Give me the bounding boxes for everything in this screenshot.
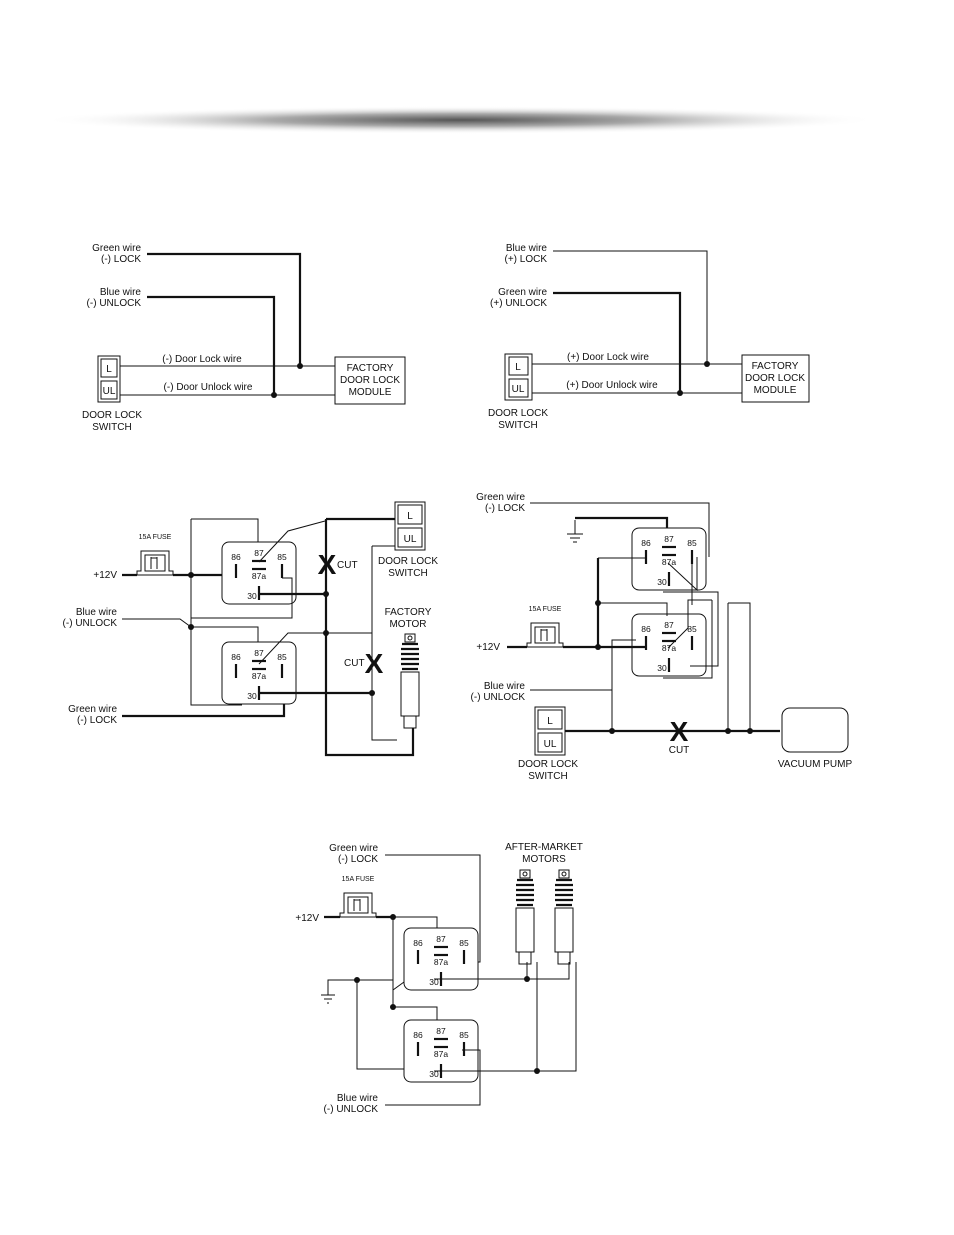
green-wire xyxy=(553,291,682,393)
relay-lower xyxy=(402,1018,480,1084)
module-label-3: MODULE xyxy=(349,387,392,398)
cut-label-1: CUT xyxy=(337,560,358,571)
power-label: +12V xyxy=(93,570,117,581)
blue-wire-function: (-) UNLOCK xyxy=(87,298,142,309)
aftermarket-motor-2-icon xyxy=(553,868,575,966)
diagram-vacuum-pump: Green wire (-) LOCK 15A FUSE +12V Blue w… xyxy=(471,492,853,782)
cut-mark-2: X xyxy=(365,648,384,679)
module-label-3: MODULE xyxy=(754,385,797,396)
relay-lower xyxy=(220,640,298,706)
motors-label-1: AFTER-MARKET xyxy=(505,842,583,853)
factory-motor-icon xyxy=(399,632,421,730)
fuse-label: 15A FUSE xyxy=(139,534,172,541)
module-label-2: DOOR LOCK xyxy=(745,373,805,384)
blue-wire xyxy=(147,295,276,395)
green-wire-function: (-) LOCK xyxy=(338,854,378,865)
relay-lower xyxy=(630,612,708,678)
switch-label-2: SWITCH xyxy=(92,422,131,433)
green-wire-function: (+) UNLOCK xyxy=(490,298,547,309)
switch-label: DOOR LOCK xyxy=(518,759,578,770)
door-unlock-wire-label: (-) Door Unlock wire xyxy=(164,382,253,393)
relay-upper xyxy=(402,926,480,992)
green-wire xyxy=(147,252,302,366)
switch-label: DOOR LOCK xyxy=(378,556,438,567)
blue-wire-function: (-) UNLOCK xyxy=(471,692,526,703)
blue-wire-function: (+) LOCK xyxy=(504,254,547,265)
green-wire-function: (-) LOCK xyxy=(485,503,525,514)
green-wire-label: Green wire xyxy=(476,492,525,503)
diagram-aftermarket-motors: Green wire (-) LOCK AFTER-MARKET MOTORS … xyxy=(295,842,583,1115)
blue-wire-function: (-) UNLOCK xyxy=(63,618,118,629)
header-bar xyxy=(40,106,880,134)
motors-label-2: MOTORS xyxy=(522,854,566,865)
green-wire-label: Green wire xyxy=(329,843,378,854)
relay-upper xyxy=(630,526,708,592)
cut-label-2: CUT xyxy=(344,658,365,669)
blue-wire-label: Blue wire xyxy=(100,287,142,298)
vacuum-pump-label: VACUUM PUMP xyxy=(778,759,853,770)
switch-l: L xyxy=(515,362,521,373)
switch-label: DOOR LOCK xyxy=(488,408,548,419)
vacuum-pump xyxy=(781,707,849,753)
door-lock-wire-label: (+) Door Lock wire xyxy=(567,352,649,363)
motor-label-1: FACTORY xyxy=(385,607,432,618)
module-label-2: DOOR LOCK xyxy=(340,375,400,386)
switch-label-2: SWITCH xyxy=(528,771,567,782)
door-unlock-wire-label: (+) Door Unlock wire xyxy=(566,380,658,391)
switch-ul: UL xyxy=(512,384,525,395)
green-wire-label: Green wire xyxy=(68,704,117,715)
switch-label: DOOR LOCK xyxy=(82,410,142,421)
factory-door-lock-module xyxy=(334,356,406,405)
power-label: +12V xyxy=(295,913,319,924)
module-label-1: FACTORY xyxy=(347,363,394,374)
switch-l: L xyxy=(407,511,413,522)
diagram-reversal-relay: 15A FUSE +12V Blue wire (-) UNLOCK Green… xyxy=(63,501,438,757)
blue-wire-label: Blue wire xyxy=(484,681,526,692)
fuse-label: 15A FUSE xyxy=(529,606,562,613)
switch-label-2: SWITCH xyxy=(388,568,427,579)
switch-label-2: SWITCH xyxy=(498,420,537,431)
aftermarket-motor-1-icon xyxy=(514,868,536,966)
switch-ul: UL xyxy=(103,386,116,397)
fuse-label: 15A FUSE xyxy=(342,876,375,883)
switch-ul: UL xyxy=(544,739,557,750)
green-wire-label: Green wire xyxy=(92,243,141,254)
door-lock-wire-label: (-) Door Lock wire xyxy=(162,354,242,365)
module-label-1: FACTORY xyxy=(752,361,799,372)
fuse-icon xyxy=(526,622,564,648)
switch-l: L xyxy=(547,716,553,727)
factory-door-lock-module xyxy=(741,354,810,403)
blue-wire-label: Blue wire xyxy=(337,1093,379,1104)
switch-l: L xyxy=(106,364,112,375)
power-label: +12V xyxy=(476,642,500,653)
cut-mark-1: X xyxy=(318,549,337,580)
fuse-icon xyxy=(136,550,174,576)
fuse-icon xyxy=(339,892,377,918)
blue-wire xyxy=(553,250,708,364)
blue-wire-label: Blue wire xyxy=(506,243,548,254)
switch-ul: UL xyxy=(404,534,417,545)
cut-mark: X xyxy=(670,716,689,747)
motor-label-2: MOTOR xyxy=(389,619,426,630)
blue-wire-function: (-) UNLOCK xyxy=(324,1104,379,1115)
diagram-positive-lock: Blue wire (+) LOCK Green wire (+) UNLOCK… xyxy=(488,243,810,431)
cut-label: CUT xyxy=(669,745,690,756)
green-wire-function: (-) LOCK xyxy=(77,715,117,726)
green-wire-label: Green wire xyxy=(498,287,547,298)
blue-wire-label: Blue wire xyxy=(76,607,118,618)
green-wire-function: (-) LOCK xyxy=(101,254,141,265)
diagram-negative-lock: Green wire (-) LOCK Blue wire (-) UNLOCK… xyxy=(82,243,406,433)
